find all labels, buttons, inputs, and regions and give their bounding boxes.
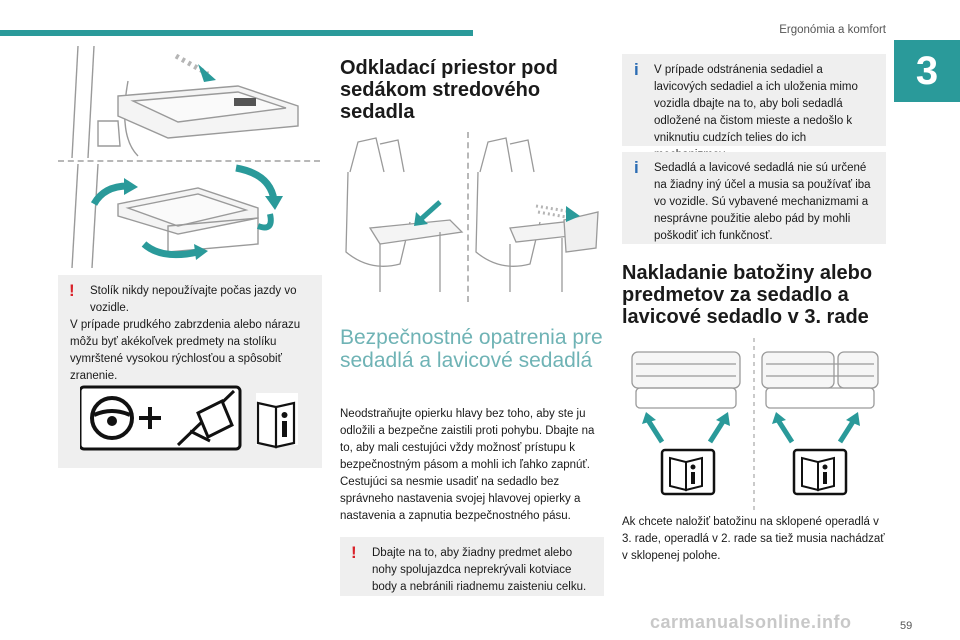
warning-text: Dbajte na to, aby žiadny predmet alebo n… (372, 547, 587, 593)
header-accent-bar (0, 30, 473, 36)
table-icon (189, 398, 234, 443)
section-title: Ergonómia a komfort (779, 24, 886, 36)
info-icon: i (634, 158, 639, 177)
manual-book-icon (256, 401, 296, 449)
info-text: Sedadlá a lavicové sedadlá nie sú určené… (654, 162, 871, 242)
luggage-loading-illustration (631, 338, 879, 510)
safety-body-text: Neodstraňujte opierku hlavy bez toho, ab… (340, 408, 595, 522)
illustration-separator (58, 160, 320, 162)
warning-box-table: ! Stolík nikdy nepoužívajte počas jazdy … (58, 275, 322, 468)
warning-text: V prípade prudkého zabrzdenia alebo nára… (70, 319, 301, 382)
manual-book-icon (660, 448, 716, 496)
manual-book-icon (792, 448, 848, 496)
info-icon: i (634, 60, 639, 79)
warning-first-line: Stolík nikdy nepoužívajte počas jazdy vo… (90, 285, 297, 314)
heading-safety-precautions: Bezpečnostné opatrenia pre sedadlá a lav… (340, 326, 603, 372)
table-fold-illustration-top (71, 46, 299, 158)
info-text: V prípade odstránenia sedadiel a lavicov… (654, 64, 858, 161)
table-unfold-illustration (71, 164, 283, 268)
heading-storage-under-seat: Odkladací priestor pod sedákom stredovéh… (340, 57, 558, 123)
page-number: 59 (900, 620, 913, 632)
luggage-body-text: Ak chcete naložiť batožinu na sklopené o… (622, 516, 885, 562)
info-box-seat-usage: i Sedadlá a lavicové sedadlá nie sú urče… (622, 152, 886, 244)
chapter-tab: 3 (894, 40, 960, 102)
warning-icon: ! (351, 543, 357, 562)
heading-luggage-loading: Nakladanie batožiny alebo predmetov za s… (622, 262, 873, 328)
illustration-divider (467, 132, 469, 302)
watermark: carmanualsonline.info (650, 612, 852, 632)
info-box-removed-seats: i V prípade odstránenia sedadiel a lavic… (622, 54, 886, 161)
warning-icon: ! (69, 281, 75, 300)
warning-box-anchor-points: ! Dbajte na to, aby žiadny predmet alebo… (340, 537, 604, 596)
no-table-while-driving-pictogram (80, 385, 298, 451)
seat-storage-illustration (345, 137, 599, 292)
steering-wheel-icon (90, 396, 134, 440)
